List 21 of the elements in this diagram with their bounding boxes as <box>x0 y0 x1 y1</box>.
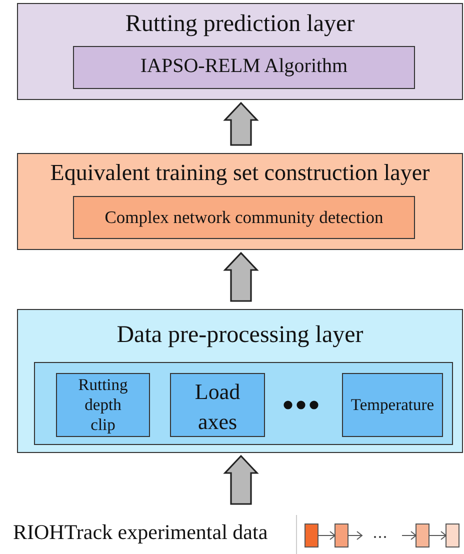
layer-heading: Rutting prediction layer <box>124 12 356 38</box>
block-arrow <box>223 454 259 505</box>
layer-panel <box>17 153 463 250</box>
box-text: Complex network community detection <box>104 208 384 226</box>
block-arrow <box>223 252 259 302</box>
box-text: Temperature <box>350 396 436 414</box>
process-box <box>73 196 415 239</box>
group-box <box>34 362 453 445</box>
box-text: Rutting depth clip <box>77 375 129 434</box>
process-box <box>56 373 150 437</box>
block-arrow <box>223 102 259 146</box>
layer-panel <box>17 3 463 100</box>
layer-panel <box>17 309 463 453</box>
layer-heading: Data pre-processing layer <box>116 323 364 348</box>
box-text: RIOHTrack experimental data <box>13 521 269 544</box>
process-box <box>342 373 443 437</box>
box-text: IAPSO-RELM Algorithm <box>139 56 349 77</box>
process-box <box>73 46 415 89</box>
process-box <box>170 373 265 437</box>
box-text: Load axes <box>194 378 242 436</box>
layer-heading: Equivalent training set construction layer <box>49 161 431 186</box>
